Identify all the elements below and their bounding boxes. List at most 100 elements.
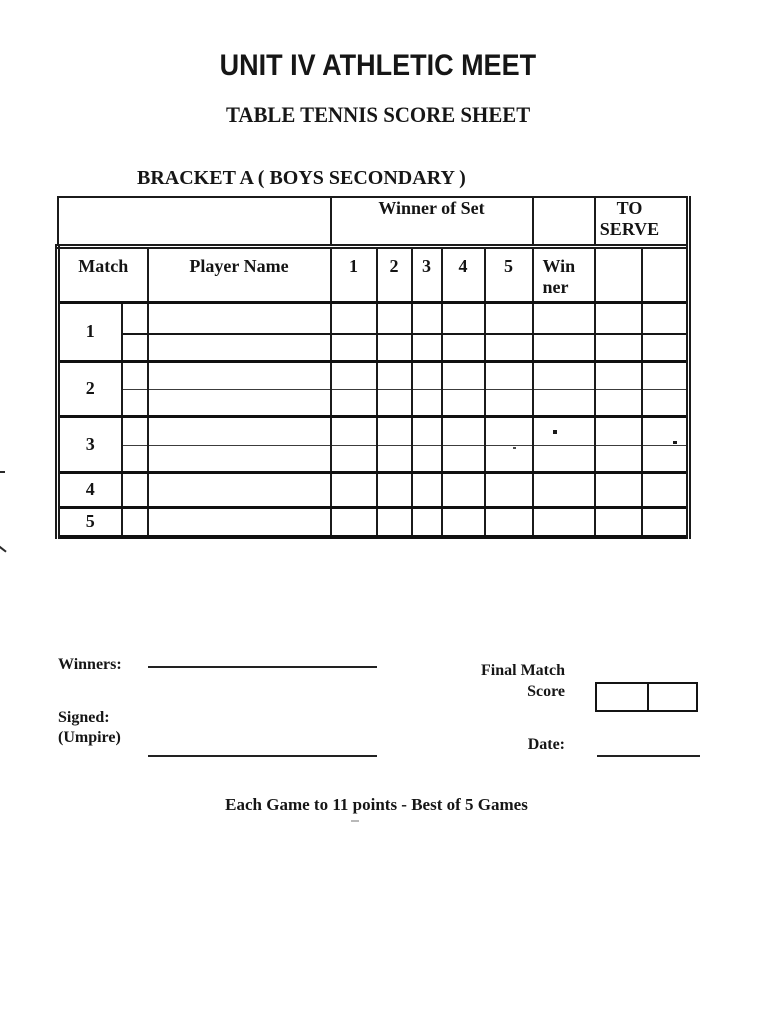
set-score-cell [410,359,443,390]
set-score-cell [410,301,443,335]
player-name-cell [146,301,332,335]
set-score-cell [329,333,378,362]
player-name-cell [146,388,332,417]
table-top-spacer [531,196,596,247]
set-score-cell [329,505,378,539]
page-edge-mark [0,471,5,473]
page-subtitle: TABLE TENNIS SCORE SHEET [0,102,756,128]
set-score-cell [410,414,443,446]
serve-cell [640,414,691,446]
set-score-cell [375,333,413,362]
col-header-set-4: 4 [440,243,486,304]
match-number-cell: 3 [55,414,123,473]
set-score-cell [375,444,413,473]
set-score-cell [483,414,534,446]
serve-cell [640,333,691,362]
set-score-cell [410,470,443,508]
serve-col-header-empty [640,243,691,304]
serve-order-cell [120,359,149,390]
col-header-match: Match [55,243,149,304]
winner-header-line2: ner [542,276,569,297]
set-score-cell [483,388,534,417]
winner-of-set-header: Winner of Set [329,196,534,247]
set-score-cell [329,444,378,473]
scan-artifact-dot [673,441,677,444]
set-score-cell [440,333,486,362]
final-match-label-line1: Final Match [481,662,565,679]
score-table: Winner of Set TO SERVE Match Player Name… [55,196,691,539]
col-header-player-name: Player Name [146,243,332,304]
serve-cell [593,388,643,417]
col-header-set-2: 2 [375,243,413,304]
set-score-cell [440,359,486,390]
serve-cell [640,359,691,390]
col-header-set-1: 1 [329,243,378,304]
match-number-cell: 4 [55,470,123,508]
date-line [597,755,700,757]
serve-cell [593,414,643,446]
scan-artifact-speck [351,820,359,822]
set-score-cell [483,444,534,473]
winner-cell [531,414,596,446]
serve-order-cell [120,388,149,417]
set-score-cell [329,414,378,446]
set-score-cell [440,388,486,417]
set-score-cell [440,444,486,473]
winner-cell [531,333,596,362]
serve-cell [593,359,643,390]
winner-cell [531,444,596,473]
set-score-cell [375,505,413,539]
serve-cell [640,388,691,417]
date-label: Date: [527,736,565,753]
match-number-cell: 1 [55,301,123,362]
serve-cell [640,444,691,473]
set-score-cell [375,414,413,446]
col-header-set-5: 5 [483,243,534,304]
set-score-cell [440,505,486,539]
serve-order-cell [120,333,149,362]
serve-order-cell [120,414,149,446]
to-serve-label: TO SERVE [597,199,663,240]
signed-umpire-label: Signed: (Umpire) [58,708,121,748]
set-score-cell [483,301,534,335]
set-score-cell [440,470,486,508]
bracket-heading: BRACKET A ( BOYS SECONDARY ) [137,167,466,189]
scan-artifact-dot [513,447,516,449]
serve-order-cell [120,444,149,473]
serve-col-header-empty [593,243,643,304]
scan-artifact-dot [553,430,557,434]
final-match-label-line2: Score [527,683,565,700]
page-title-text: UNIT IV ATHLETIC MEET [219,49,537,82]
set-score-cell [483,359,534,390]
game-rules-note: Each Game to 11 points - Best of 5 Games [225,795,528,814]
umpire-signature-line [148,755,377,757]
serve-cell [640,470,691,508]
winner-cell [531,505,596,539]
winners-label: Winners: [58,656,122,673]
serve-cell [640,301,691,335]
set-score-cell [440,414,486,446]
serve-cell [593,301,643,335]
set-score-cell [410,505,443,539]
serve-order-cell [120,301,149,335]
player-name-cell [146,470,332,508]
winner-cell [531,301,596,335]
set-score-cell [329,301,378,335]
set-score-cell [483,505,534,539]
serve-cell [593,333,643,362]
to-serve-line2: SERVE [599,219,660,239]
final-score-box [595,682,698,712]
final-score-cell [649,684,696,710]
set-score-cell [375,359,413,390]
page-edge-mark [0,545,7,553]
winner-cell [531,470,596,508]
umpire-label: (Umpire) [58,729,121,746]
match-number-cell: 5 [55,505,123,539]
set-score-cell [329,359,378,390]
set-score-cell [375,301,413,335]
player-name-cell [146,333,332,362]
serve-cell [593,470,643,508]
winners-line [148,666,377,668]
player-name-cell [146,505,332,539]
